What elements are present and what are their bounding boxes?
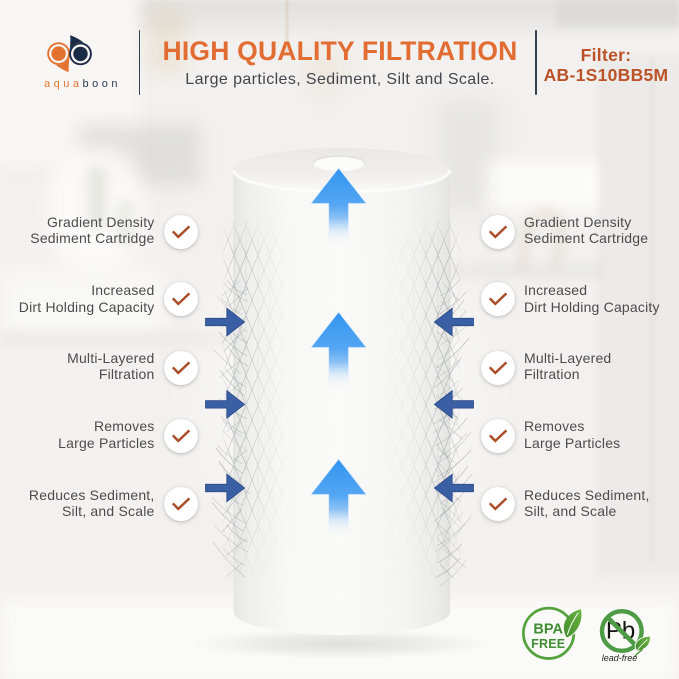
- svg-text:FREE: FREE: [531, 637, 565, 651]
- svg-text:lead-free: lead-free: [602, 653, 638, 663]
- svg-text:BPA: BPA: [533, 622, 563, 638]
